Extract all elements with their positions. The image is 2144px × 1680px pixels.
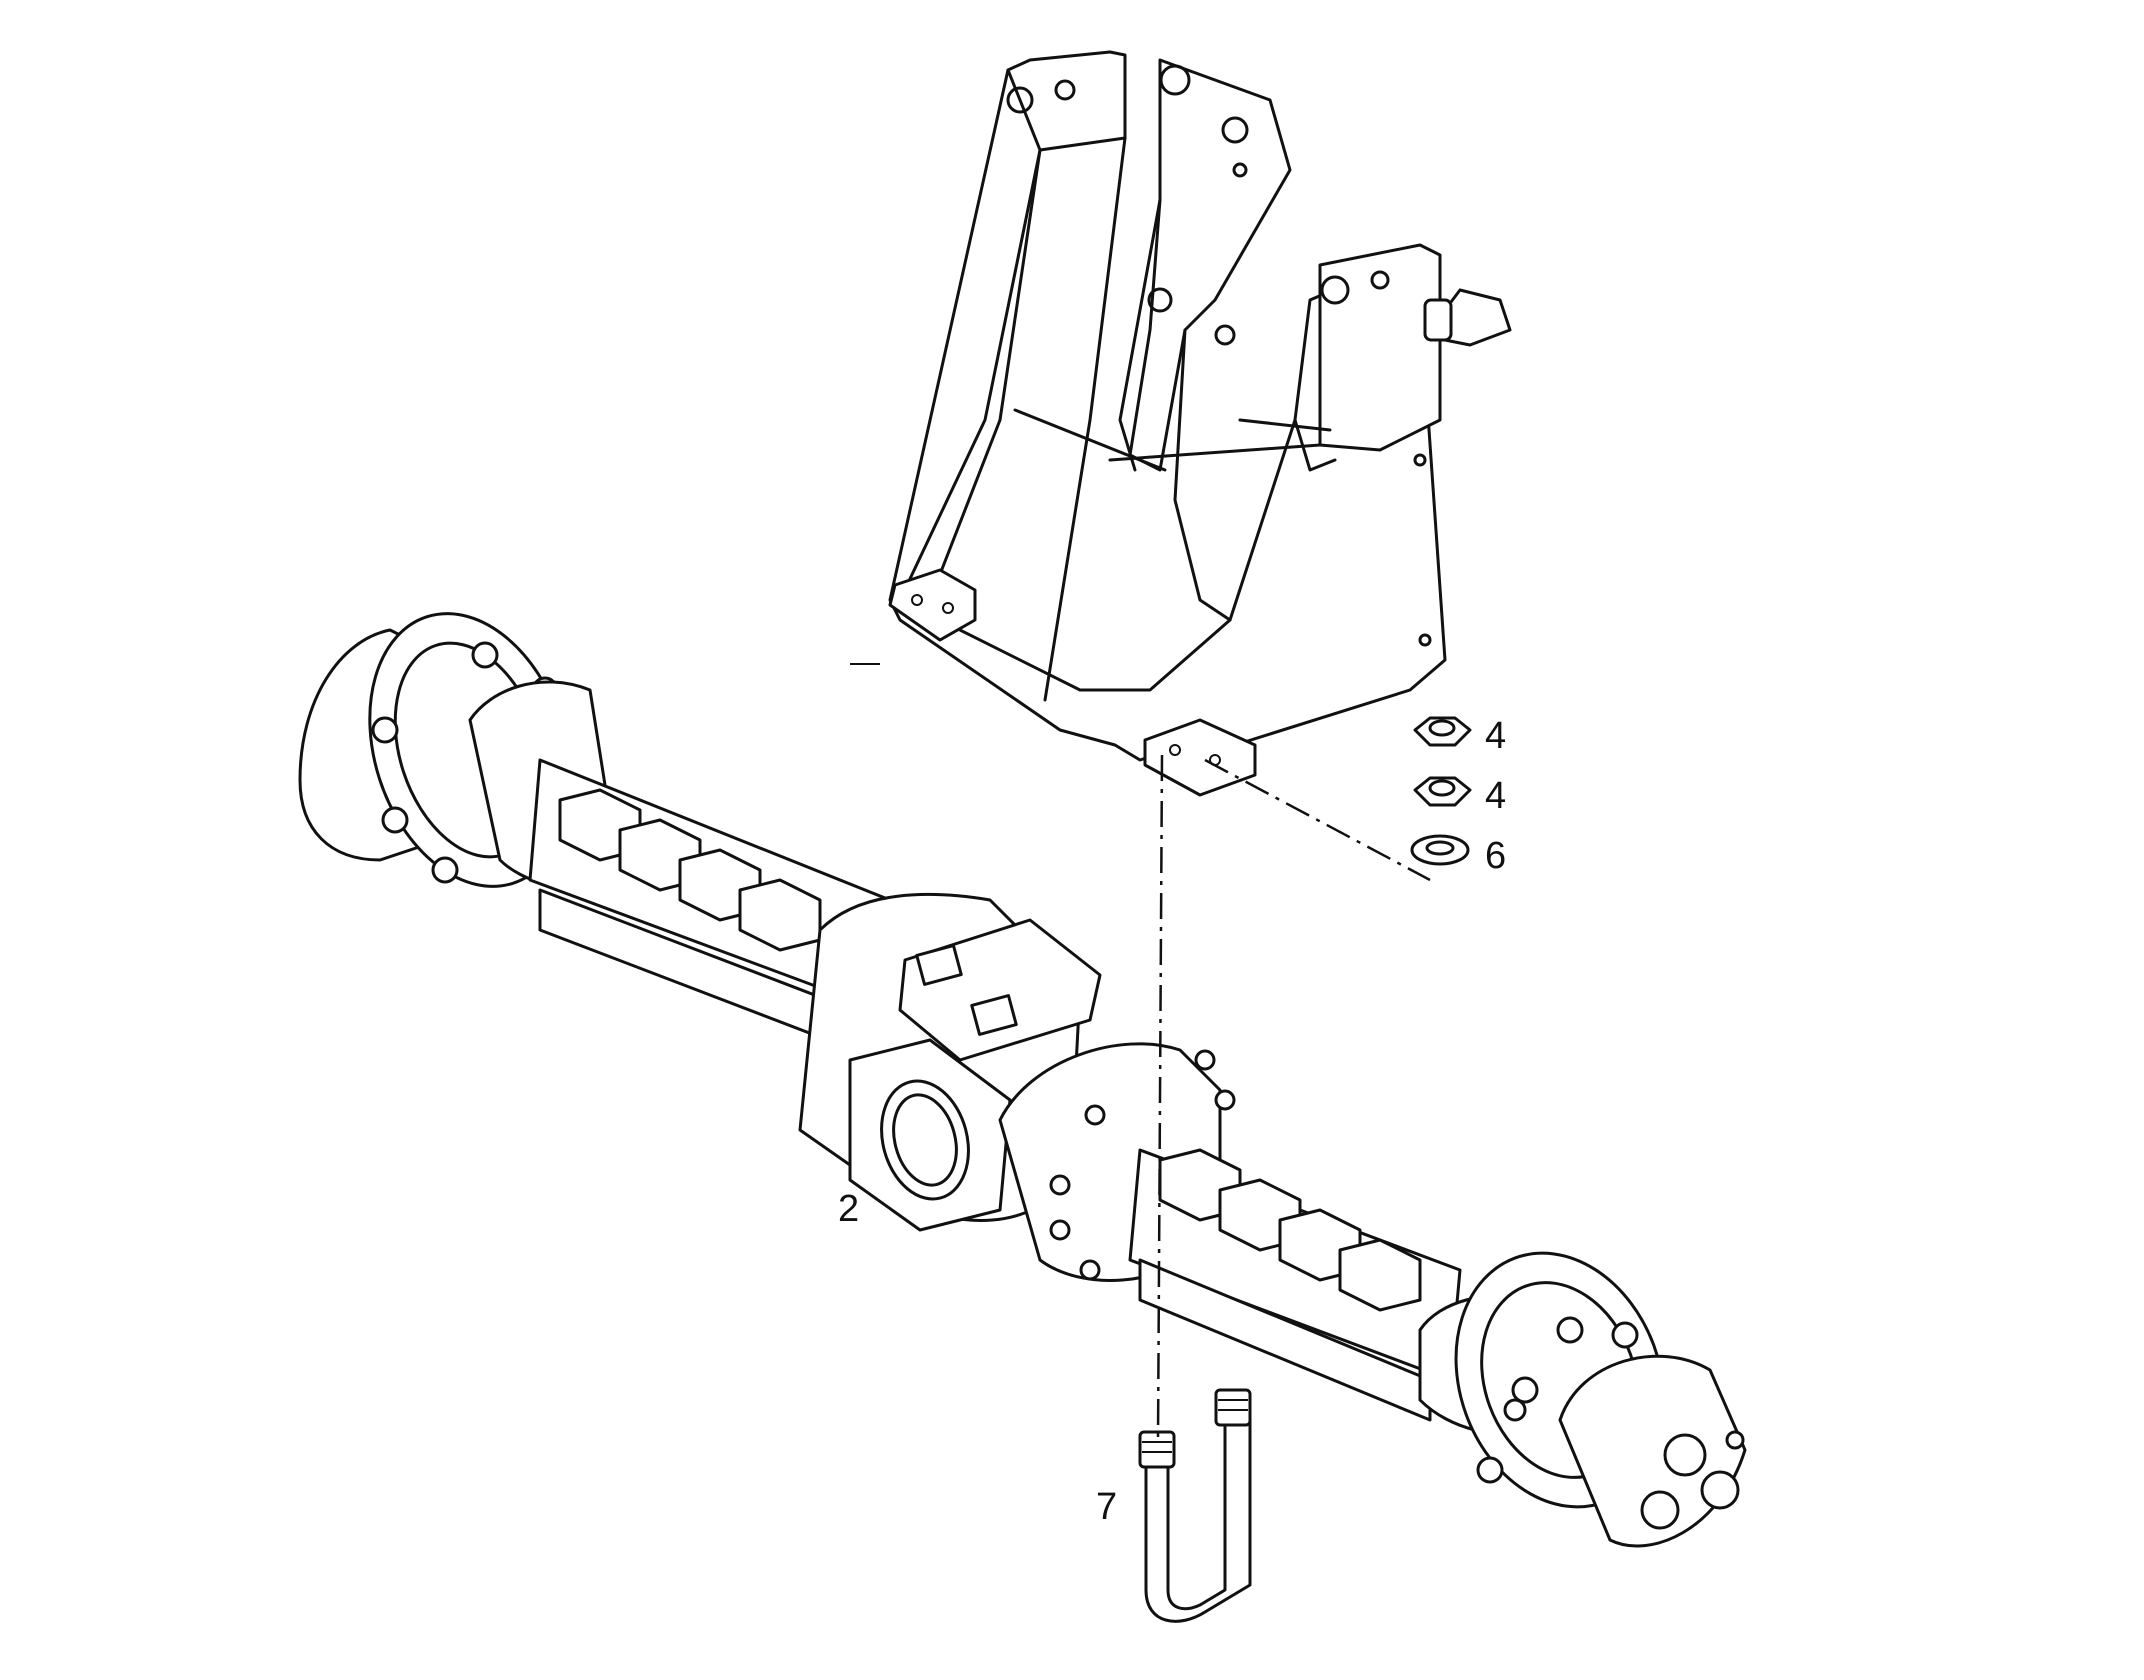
u-bolt	[1138, 1388, 1252, 1623]
callout-nut-lower: 4	[1485, 775, 1507, 817]
hex-nut-upper	[1413, 716, 1472, 747]
callout-u-bolt: 7	[1096, 1486, 1118, 1528]
callout-washer: 6	[1485, 835, 1507, 877]
callout-axle: 2	[838, 1188, 860, 1230]
assembly-centerlines	[1156, 754, 1431, 1441]
callout-nut-upper: 4	[1485, 715, 1507, 757]
mounting-frame	[850, 50, 1512, 797]
lock-washer	[1410, 834, 1470, 866]
axle-assembly	[298, 612, 1747, 1548]
hex-nut-lower	[1413, 776, 1472, 807]
